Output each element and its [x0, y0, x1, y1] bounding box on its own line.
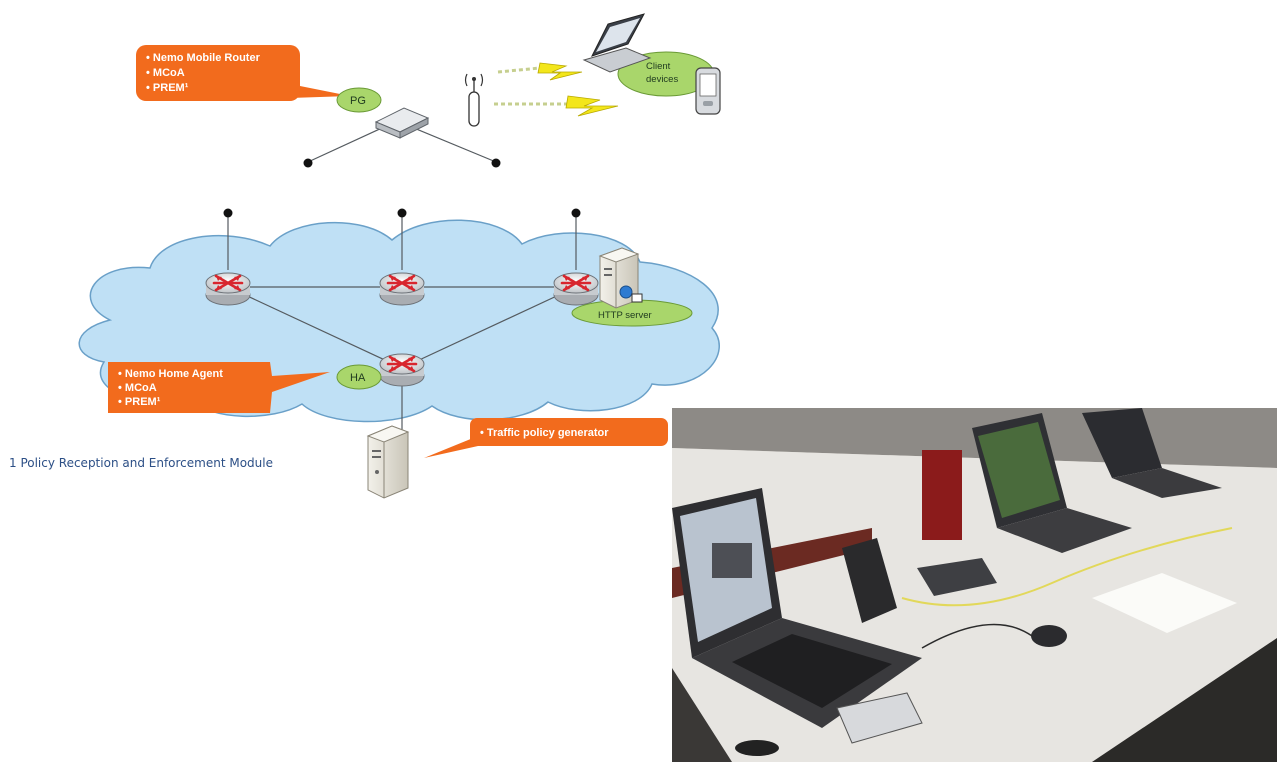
client-devices-label-line2: devices — [646, 74, 678, 85]
http-server-group: HTTP server — [571, 247, 693, 327]
wireless-link-icon — [494, 95, 619, 117]
testbed-photo — [672, 408, 1277, 762]
pda-in-cradle — [842, 538, 897, 623]
network-links — [227, 120, 577, 440]
router-icon — [204, 271, 252, 307]
home-agent-callout-line2: • MCoA — [118, 382, 157, 394]
link-endpoints — [223, 158, 581, 218]
laptop-middle — [972, 413, 1132, 553]
endpoint-dot — [491, 158, 501, 168]
router-icon — [552, 271, 600, 307]
wireless-link-icon — [497, 62, 583, 81]
policy-generator-callout: • Traffic policy generator — [424, 418, 668, 458]
network-diagram: HTTP server HA • Nemo Home Agent • MCoA … — [78, 13, 721, 499]
globe-icon — [619, 285, 633, 299]
mobile-router-callout-line2: • MCoA — [146, 67, 185, 79]
mobile-router-callout: • Nemo Mobile Router • MCoA • PREM¹ — [136, 45, 350, 101]
pg-label: PG — [350, 95, 366, 107]
home-agent-callout-line3: • PREM¹ — [118, 396, 161, 408]
laptop-left — [672, 488, 922, 728]
router-icon — [378, 352, 426, 388]
endpoint-dot — [571, 208, 581, 218]
link-core-4 — [401, 286, 577, 369]
speaker-base — [735, 740, 779, 756]
home-agent-callout-line1: • Nemo Home Agent — [118, 368, 223, 380]
endpoint-dot — [303, 158, 313, 168]
link-core-3 — [227, 286, 403, 369]
antenna-icon — [464, 73, 484, 127]
laptop-icon — [582, 13, 652, 73]
ha-label-group: HA — [336, 364, 382, 390]
testbed-photo-illustration — [672, 408, 1277, 762]
mobile-router-box-icon — [374, 107, 430, 139]
paper-sheet — [1092, 573, 1237, 633]
policy-generator-callout-text: • Traffic policy generator — [480, 427, 609, 439]
endpoint-dot — [397, 208, 407, 218]
pda-icon — [695, 67, 721, 115]
http-server-label: HTTP server — [598, 310, 652, 321]
ha-label: HA — [350, 372, 366, 384]
pg-label-group: PG — [336, 87, 382, 113]
home-agent-callout: • Nemo Home Agent • MCoA • PREM¹ — [108, 362, 330, 413]
mobile-router-callout-line1: • Nemo Mobile Router — [146, 52, 261, 64]
mouse — [1031, 625, 1067, 647]
mobile-router-callout-line3: • PREM¹ — [146, 82, 189, 94]
server-icon — [366, 425, 410, 499]
client-devices-group: Client devices — [582, 13, 721, 115]
chair — [922, 450, 962, 540]
client-devices-label-line1: Client — [646, 61, 671, 72]
access-point — [917, 558, 997, 596]
footnote: 1 Policy Reception and Enforcement Modul… — [9, 456, 273, 470]
document-icon — [631, 293, 643, 303]
handheld-device — [836, 692, 923, 744]
laptop-right — [1082, 408, 1222, 498]
router-icon — [378, 271, 426, 307]
endpoint-dot — [223, 208, 233, 218]
